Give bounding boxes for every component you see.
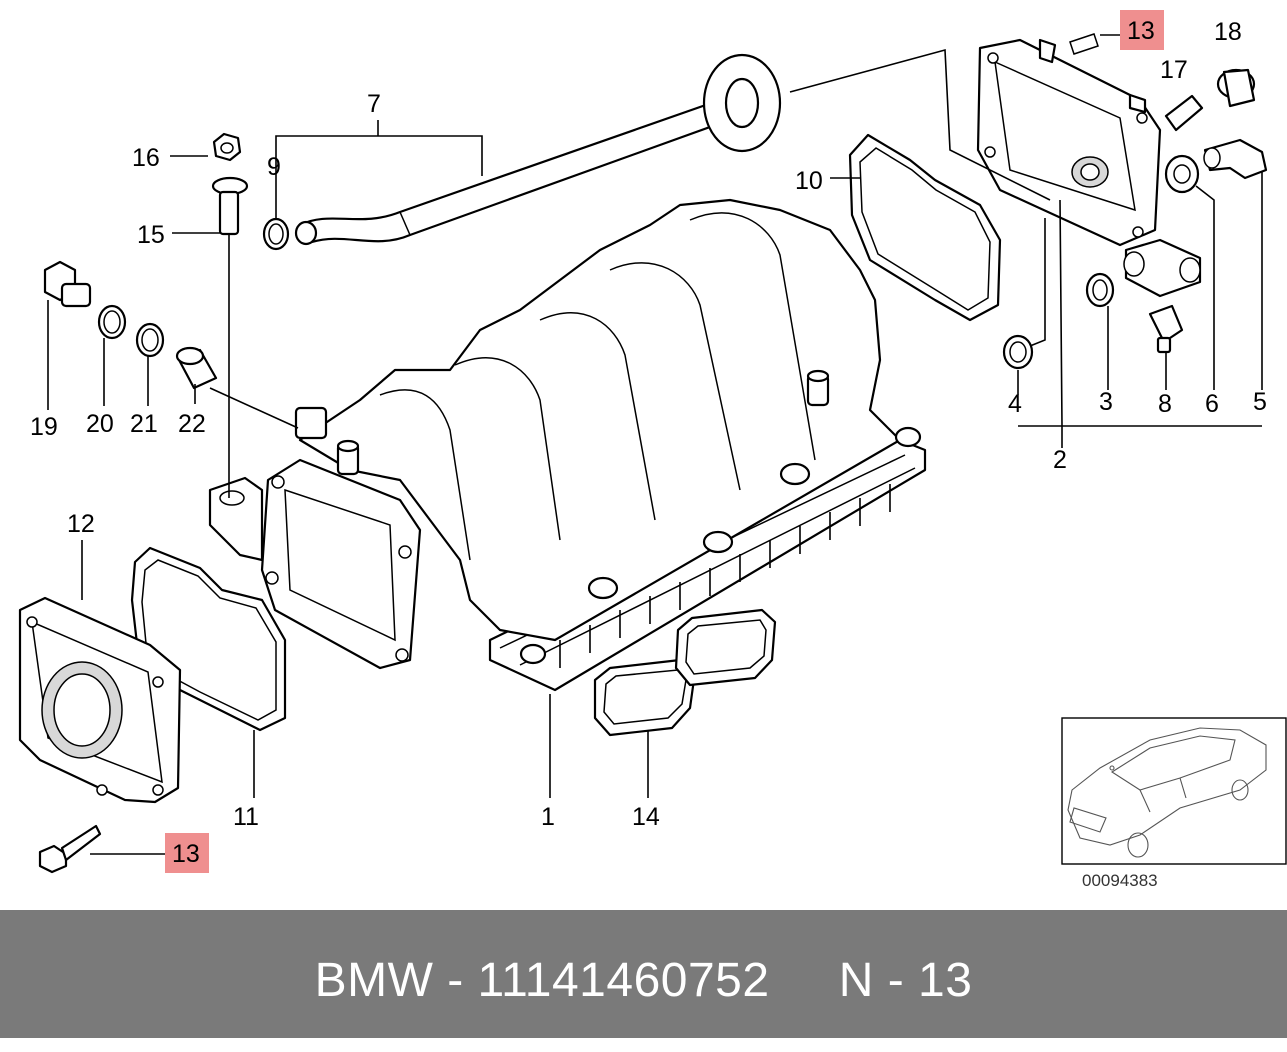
vent-pipe[interactable]: [294, 53, 782, 246]
image-number: 00094383: [1082, 871, 1158, 890]
small-parts-left[interactable]: [38, 33, 1099, 874]
callout-11[interactable]: 11: [233, 803, 259, 831]
callout-5[interactable]: 5: [1253, 388, 1267, 416]
callout-21[interactable]: 21: [130, 410, 158, 438]
callout-labels: 1 2 3 4 5 6 7 8 9 10 11 12 13 13 14 15 1…: [30, 17, 1267, 868]
leader-lines: [47, 34, 1263, 855]
throttle-housing[interactable]: [18, 596, 182, 804]
callout-19[interactable]: 19: [30, 413, 58, 441]
callout-6[interactable]: 6: [1205, 390, 1219, 418]
part-number-caption: BMW - 11141460752 N - 13: [314, 954, 973, 1007]
callout-22[interactable]: 22: [178, 410, 206, 438]
callout-18[interactable]: 18: [1214, 18, 1242, 46]
callout-16[interactable]: 16: [132, 144, 160, 172]
callout-8[interactable]: 8: [1158, 390, 1172, 418]
callout-10[interactable]: 10: [795, 167, 823, 195]
small-parts-right[interactable]: [1002, 68, 1268, 370]
intake-seals[interactable]: [593, 608, 777, 737]
callout-9[interactable]: 9: [267, 153, 281, 181]
callout-13-bottom[interactable]: 13: [172, 840, 200, 868]
callout-3[interactable]: 3: [1099, 388, 1113, 416]
callout-15[interactable]: 15: [137, 221, 165, 249]
callout-1[interactable]: 1: [541, 803, 555, 831]
parts-diagram: 1 2 3 4 5 6 7 8 9 10 11 12 13 13 14 15 1…: [18, 10, 1287, 890]
car-silhouette: [1067, 727, 1267, 858]
callout-14[interactable]: 14: [632, 803, 660, 831]
callout-12[interactable]: 12: [67, 510, 95, 538]
resonance-flap-housing[interactable]: [976, 38, 1162, 247]
gasket-10[interactable]: [848, 133, 1002, 322]
highlight-box-bottom: [165, 833, 209, 873]
intake-manifold[interactable]: [208, 198, 927, 692]
callout-4[interactable]: 4: [1008, 390, 1022, 418]
callout-13-top[interactable]: 13: [1127, 17, 1155, 45]
footer-bar: BMW - 11141460752 N - 13: [0, 910, 1287, 1038]
callout-17[interactable]: 17: [1160, 56, 1188, 84]
vehicle-inset: [1061, 717, 1287, 865]
callout-2[interactable]: 2: [1053, 446, 1067, 474]
highlight-box-top: [1120, 10, 1164, 50]
callout-7[interactable]: 7: [367, 90, 381, 118]
callout-20[interactable]: 20: [86, 410, 114, 438]
